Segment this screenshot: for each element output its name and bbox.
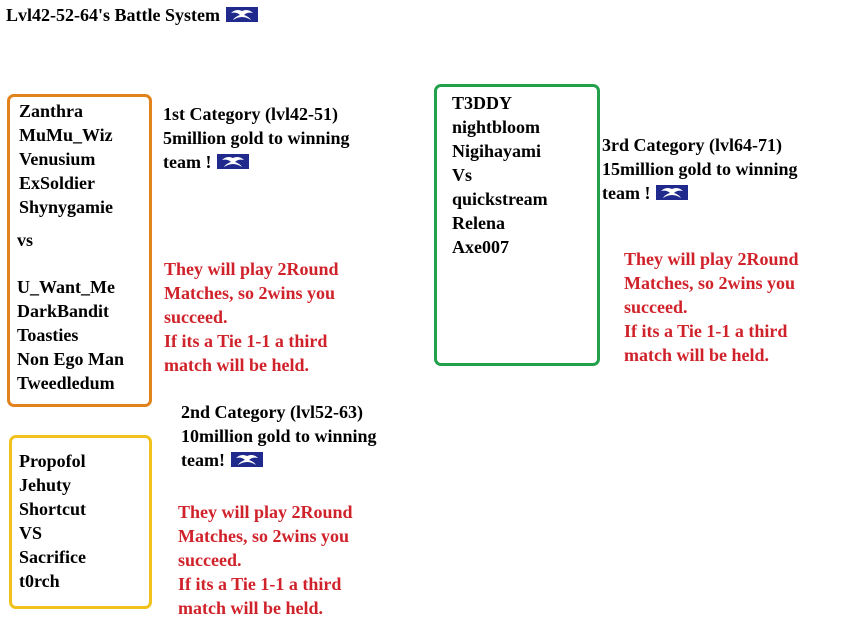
player-name: nightbloom [452, 117, 541, 137]
rules-line: succeed. [624, 297, 688, 317]
player-name: Non Ego Man [17, 349, 125, 369]
cat2-heading-line: 2nd Category (lvl52-63) [181, 402, 363, 422]
rules-line: Matches, so 2wins you [624, 273, 796, 293]
cat2-teams: Propofol Jehuty Shortcut VS Sacrifice t0… [19, 449, 86, 593]
rules-line: If its a Tie 1-1 a third [624, 321, 788, 341]
cat2-heading-team: team! [181, 450, 225, 470]
cat2-teams-box [9, 435, 152, 609]
cat2-heading-line: 10million gold to winning [181, 426, 377, 446]
cat1-heading-line: 5million gold to winning [163, 128, 350, 148]
rules-line: Matches, so 2wins you [164, 283, 336, 303]
flag-icon [230, 452, 263, 467]
player-name: MuMu_Wiz [19, 125, 113, 145]
player-name: Venusium [19, 149, 96, 169]
cat3-teams: T3DDY nightbloom Nigihayami Vs quickstre… [452, 91, 548, 259]
player-name: Toasties [17, 325, 79, 345]
cat2-heading: 2nd Category (lvl52-63) 10million gold t… [181, 400, 377, 472]
rules-line: If its a Tie 1-1 a third [178, 574, 342, 594]
rules-line: succeed. [178, 550, 242, 570]
player-name: U_Want_Me [17, 277, 115, 297]
rules-line: They will play 2Round [178, 502, 353, 522]
player-name: Shynygamie [19, 197, 114, 217]
player-name: DarkBandit [17, 301, 110, 321]
rules-line: They will play 2Round [164, 259, 339, 279]
vs-text: vs [17, 230, 34, 250]
player-name: Zanthra [19, 101, 84, 121]
cat3-heading-line: team ! [602, 181, 798, 205]
vs-text: Vs [452, 165, 473, 185]
rules-line: Matches, so 2wins you [178, 526, 350, 546]
flag-icon [217, 154, 250, 169]
page-title: Lvl42-52-64's Battle System [6, 5, 258, 26]
player-name: t0rch [19, 571, 60, 591]
cat2-heading-line: team! [181, 448, 377, 472]
cat1-teams-box [7, 94, 152, 407]
rules-line: match will be held. [178, 598, 324, 618]
rules-line: If its a Tie 1-1 a third [164, 331, 328, 351]
cat3-heading-team: team ! [602, 183, 651, 203]
cat2-rules: They will play 2Round Matches, so 2wins … [178, 500, 353, 620]
cat1-heading: 1st Category (lvl42-51) 5million gold to… [163, 102, 350, 174]
vs-text: VS [19, 523, 43, 543]
player-name: Sacrifice [19, 547, 86, 567]
page-title-text: Lvl42-52-64's Battle System [6, 5, 220, 25]
player-name: T3DDY [452, 93, 513, 113]
cat1-heading-team: team ! [163, 152, 212, 172]
player-name: Relena [452, 213, 505, 233]
player-name: Tweedledum [17, 373, 115, 393]
player-name: Nigihayami [452, 141, 542, 161]
rules-line: match will be held. [164, 355, 310, 375]
cat3-heading: 3rd Category (lvl64-71) 15million gold t… [602, 133, 798, 205]
rules-line: match will be held. [624, 345, 770, 365]
cat1-heading-line: 1st Category (lvl42-51) [163, 104, 338, 124]
cat3-teams-box [434, 84, 600, 366]
player-name: Shortcut [19, 499, 86, 519]
cat1-team-a: Zanthra MuMu_Wiz Venusium ExSoldier Shyn… [19, 99, 113, 219]
flag-icon [656, 185, 689, 200]
player-name: quickstream [452, 189, 548, 209]
cat1-rules: They will play 2Round Matches, so 2wins … [164, 257, 339, 377]
cat1-heading-line: team ! [163, 150, 350, 174]
flag-icon [225, 7, 258, 22]
player-name: Axe007 [452, 237, 509, 257]
player-name: ExSoldier [19, 173, 96, 193]
cat1-vs-label: vs [17, 228, 33, 252]
cat1-team-b: U_Want_Me DarkBandit Toasties Non Ego Ma… [17, 275, 124, 395]
rules-line: They will play 2Round [624, 249, 799, 269]
cat3-rules: They will play 2Round Matches, so 2wins … [624, 247, 799, 367]
cat3-heading-line: 3rd Category (lvl64-71) [602, 135, 782, 155]
cat3-heading-line: 15million gold to winning [602, 159, 798, 179]
player-name: Jehuty [19, 475, 72, 495]
rules-line: succeed. [164, 307, 228, 327]
player-name: Propofol [19, 451, 86, 471]
